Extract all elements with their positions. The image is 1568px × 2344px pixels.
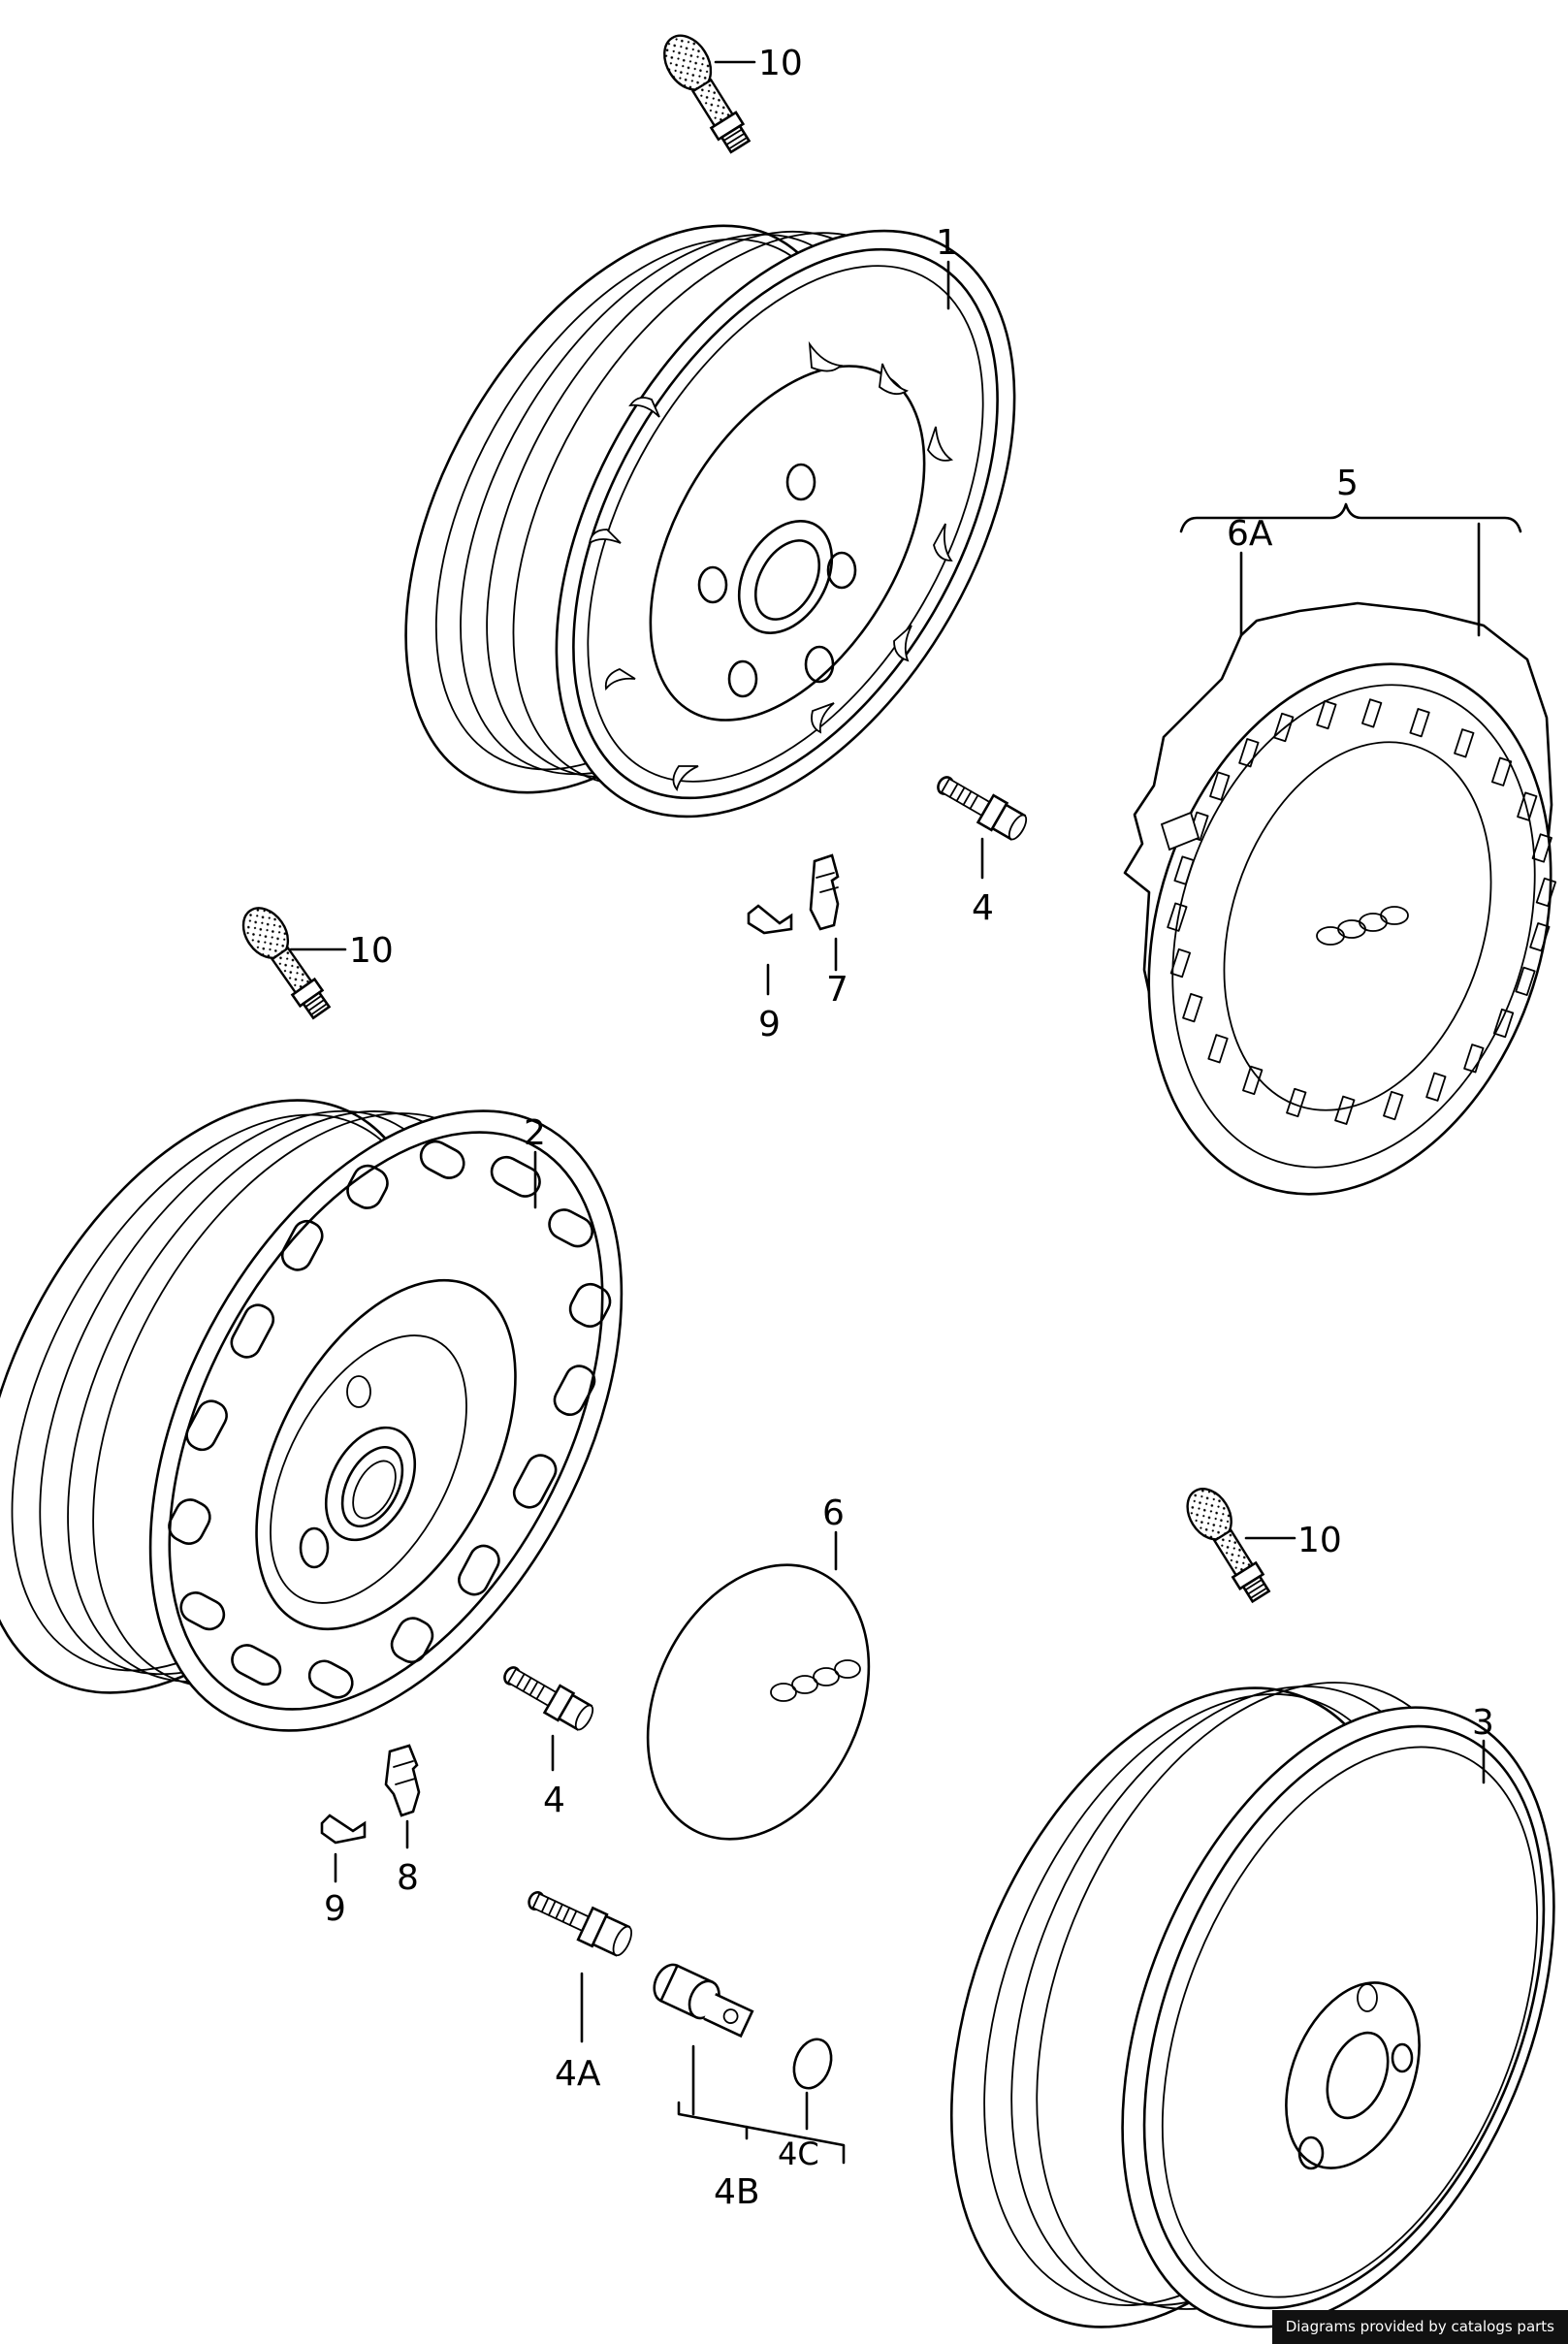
clip-9-upper	[747, 904, 793, 996]
clip-9-lower	[320, 1814, 367, 1883]
callout-valve-top: 10	[758, 44, 803, 83]
valve-stem-left	[241, 907, 347, 1020]
lock-adapter-4b	[653, 1963, 754, 2116]
steel-wheel-1	[404, 224, 1016, 819]
callout-bolt-4a: 4A	[555, 2054, 601, 2094]
callout-weight-7: 7	[826, 970, 848, 1010]
center-cap-6	[646, 1530, 871, 1841]
callout-clip-9-lower: 9	[324, 1889, 346, 1929]
valve-stem-right	[1186, 1488, 1296, 1604]
callout-lock-4b: 4B	[714, 2172, 760, 2212]
callout-weight-8: 8	[397, 1858, 419, 1898]
callout-valve-right: 10	[1297, 1521, 1342, 1560]
cap-4c	[792, 2038, 833, 2131]
callout-hubcap-6a: 6A	[1227, 514, 1273, 554]
callout-hubcap-5: 5	[1336, 464, 1359, 503]
callout-cap-4c: 4C	[778, 2135, 819, 2172]
balance-weight-8	[384, 1744, 421, 1849]
wheel-bolt-lower	[503, 1666, 594, 1772]
callout-clip-9-upper: 9	[758, 1005, 781, 1044]
rings-logo-center-cap	[770, 1659, 861, 1702]
wheel-bolt-4a	[528, 1891, 632, 2043]
hubcap-assembly	[1123, 502, 1557, 1196]
balance-weight-7	[809, 853, 840, 972]
valve-stem-top	[663, 34, 756, 154]
callout-wheel-2: 2	[524, 1113, 546, 1153]
wheel-bolt-upper	[937, 776, 1028, 880]
callout-wheel-1: 1	[936, 223, 958, 263]
callout-center-cap-6: 6	[822, 1493, 845, 1533]
steel-wheel-3	[950, 1682, 1555, 2328]
footer-credit: Diagrams provided by catalogs parts	[1271, 2310, 1568, 2344]
steel-wheel-2	[0, 1099, 624, 1732]
rings-logo-hubcap	[1316, 906, 1409, 946]
callout-bolt-upper: 4	[972, 888, 994, 928]
callout-bolt-lower: 4	[543, 1781, 565, 1820]
callout-valve-left: 10	[349, 931, 394, 971]
callout-wheel-3: 3	[1472, 1703, 1494, 1743]
